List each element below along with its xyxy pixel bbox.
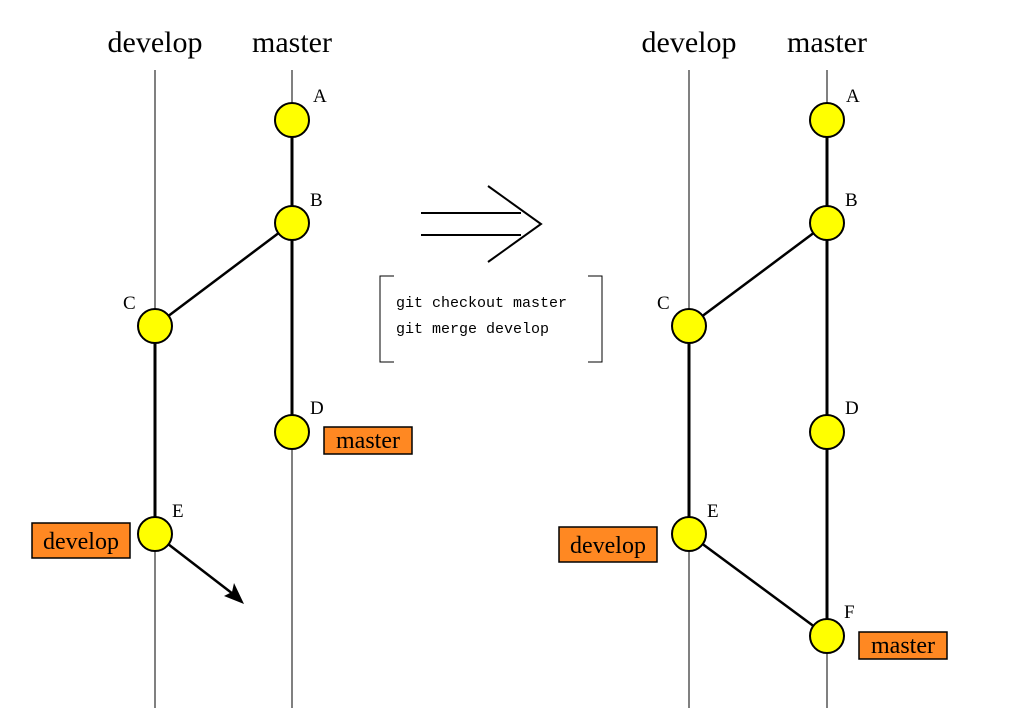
ref-label-develop-before: develop bbox=[43, 529, 119, 555]
command-line-1: git checkout master bbox=[396, 295, 567, 312]
edge-e-f-after bbox=[688, 532, 828, 638]
header-master-after: master bbox=[787, 26, 867, 59]
commit-label-c-before: C bbox=[123, 293, 136, 314]
ref-develop-before: develop bbox=[31, 522, 131, 559]
commit-a-after bbox=[809, 102, 845, 138]
ref-develop-after: develop bbox=[558, 526, 658, 563]
commit-d-before bbox=[274, 414, 310, 450]
ref-label-master-after: master bbox=[871, 633, 935, 659]
commit-f-after bbox=[809, 618, 845, 654]
ref-label-master-before: master bbox=[336, 428, 400, 454]
ref-label-develop-after: develop bbox=[570, 533, 646, 559]
commit-label-b-after: B bbox=[845, 190, 858, 211]
commit-label-a-before: A bbox=[313, 86, 327, 107]
commit-b-after bbox=[809, 205, 845, 241]
commit-label-d-after: D bbox=[845, 398, 859, 419]
commit-label-e-after: E bbox=[707, 501, 719, 522]
command-box: git checkout master git merge develop bbox=[379, 275, 603, 363]
commit-label-a-after: A bbox=[846, 86, 860, 107]
header-master-before: master bbox=[252, 26, 332, 59]
commit-c-after bbox=[671, 308, 707, 344]
commit-label-b-before: B bbox=[310, 190, 323, 211]
commit-e-before bbox=[137, 516, 173, 552]
edge-b-c-after bbox=[688, 221, 828, 328]
commit-label-f-after: F bbox=[844, 602, 855, 623]
implies-arrow-icon bbox=[421, 185, 543, 263]
header-develop-after: develop bbox=[642, 26, 737, 59]
commit-a-before bbox=[274, 102, 310, 138]
commit-e-after bbox=[671, 516, 707, 552]
ref-master-before: master bbox=[323, 426, 413, 455]
after-panel: develop master A B C D E F develop m bbox=[558, 26, 948, 708]
commit-label-c-after: C bbox=[657, 293, 670, 314]
commit-label-d-before: D bbox=[310, 398, 324, 419]
arrowhead-icon bbox=[224, 583, 244, 604]
right-bracket bbox=[588, 275, 603, 363]
before-panel: develop master A B C D E master develop bbox=[31, 26, 413, 708]
left-bracket bbox=[379, 275, 394, 363]
commit-d-after bbox=[809, 414, 845, 450]
commit-c-before bbox=[137, 308, 173, 344]
commit-b-before bbox=[274, 205, 310, 241]
commit-label-e-before: E bbox=[172, 501, 184, 522]
ref-master-after: master bbox=[858, 631, 948, 660]
header-develop-before: develop bbox=[108, 26, 203, 59]
edge-b-c-before bbox=[154, 222, 293, 327]
command-line-2: git merge develop bbox=[396, 321, 549, 338]
